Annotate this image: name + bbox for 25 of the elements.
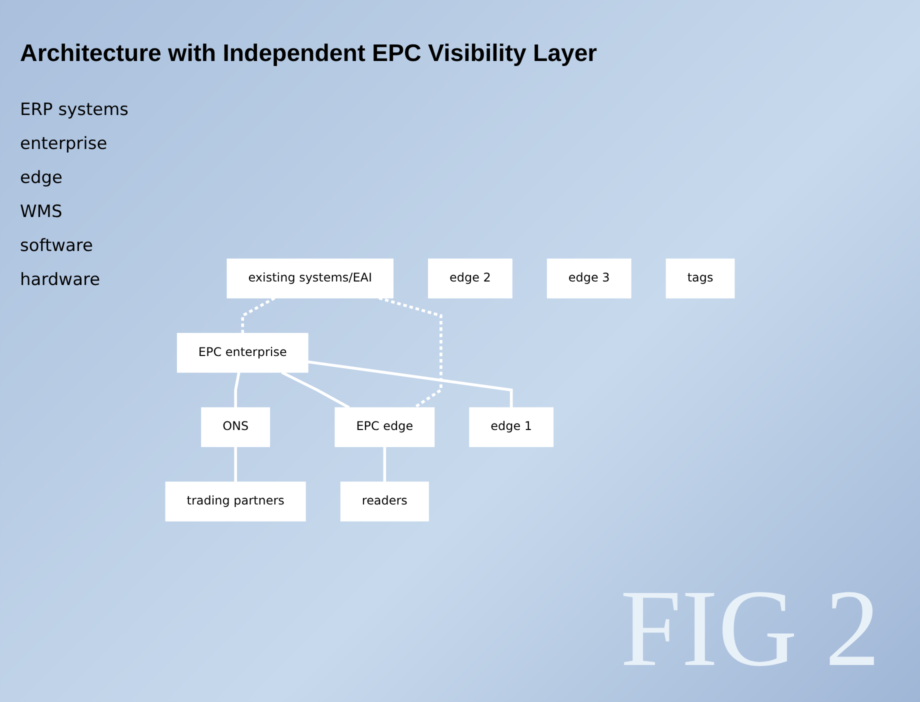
connector <box>234 372 240 408</box>
layer-label: enterprise <box>20 134 108 154</box>
node-box: edge 1 <box>469 407 554 448</box>
figure-number: FIG 2 <box>620 566 880 691</box>
layer-label: hardware <box>20 270 100 290</box>
node-box: tags <box>666 258 735 298</box>
node-box: edge 2 <box>428 258 512 298</box>
layer-label: ERP systems <box>20 100 129 120</box>
connector <box>383 446 386 482</box>
node-box: existing systems/EAI <box>226 258 394 298</box>
node-box: trading partners <box>165 482 306 522</box>
connector <box>308 360 513 408</box>
layer-label: edge <box>20 168 62 188</box>
layer-label: WMS <box>20 202 62 222</box>
connector <box>281 371 350 409</box>
diagram-title: Architecture with Independent EPC Visibility Layer <box>20 40 598 68</box>
node-box: readers <box>340 482 429 522</box>
connector <box>378 296 442 409</box>
layer-label: software <box>20 236 94 256</box>
node-box: edge 3 <box>546 258 632 298</box>
node-box: EPC enterprise <box>176 332 308 373</box>
node-box: ONS <box>201 407 270 448</box>
connector <box>234 446 237 482</box>
node-box: EPC edge <box>334 407 435 448</box>
connector <box>241 296 276 334</box>
